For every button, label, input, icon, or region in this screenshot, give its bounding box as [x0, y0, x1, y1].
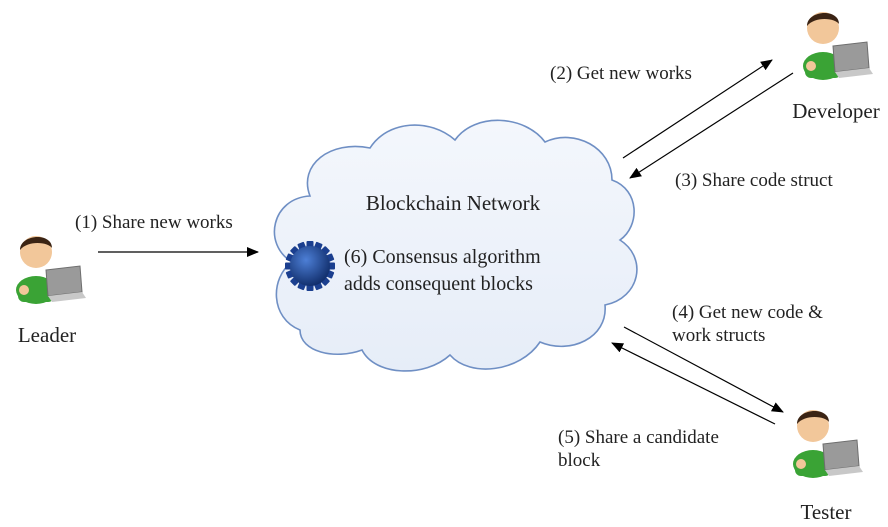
cloud-shape	[273, 119, 638, 372]
person-with-laptop-icon	[793, 410, 863, 478]
person-with-laptop-icon	[16, 236, 86, 304]
leader-actor: Leader	[16, 236, 86, 347]
arrow-network-to-developer	[622, 59, 773, 159]
cloud-title: Blockchain Network	[366, 191, 541, 215]
consensus-line-2: adds consequent blocks	[344, 273, 533, 295]
label-share-candidate-2: block	[558, 450, 601, 471]
developer-actor: Developer	[792, 12, 880, 123]
arrow-developer-to-network	[629, 72, 794, 179]
arrow-tester-to-network	[611, 342, 776, 425]
blockchain-network-cloud: Blockchain Network	[273, 119, 638, 372]
consensus-line-1: (6) Consensus algorithm	[344, 246, 541, 268]
arrows	[98, 59, 794, 425]
gear-icon	[285, 241, 335, 291]
tester-actor: Tester	[793, 410, 863, 524]
label-share-candidate-1: (5) Share a candidate	[558, 427, 719, 448]
leader-label: Leader	[18, 323, 76, 347]
arrow-network-to-tester	[623, 326, 784, 413]
label-get-new-code-2: work structs	[672, 325, 765, 346]
tester-label: Tester	[800, 500, 851, 524]
label-get-new-works: (2) Get new works	[550, 63, 692, 84]
developer-label: Developer	[792, 99, 879, 123]
person-with-laptop-icon	[803, 12, 873, 80]
label-share-new-works: (1) Share new works	[75, 212, 233, 233]
label-get-new-code-1: (4) Get new code &	[672, 302, 823, 323]
label-share-code-struct: (3) Share code struct	[675, 170, 833, 191]
